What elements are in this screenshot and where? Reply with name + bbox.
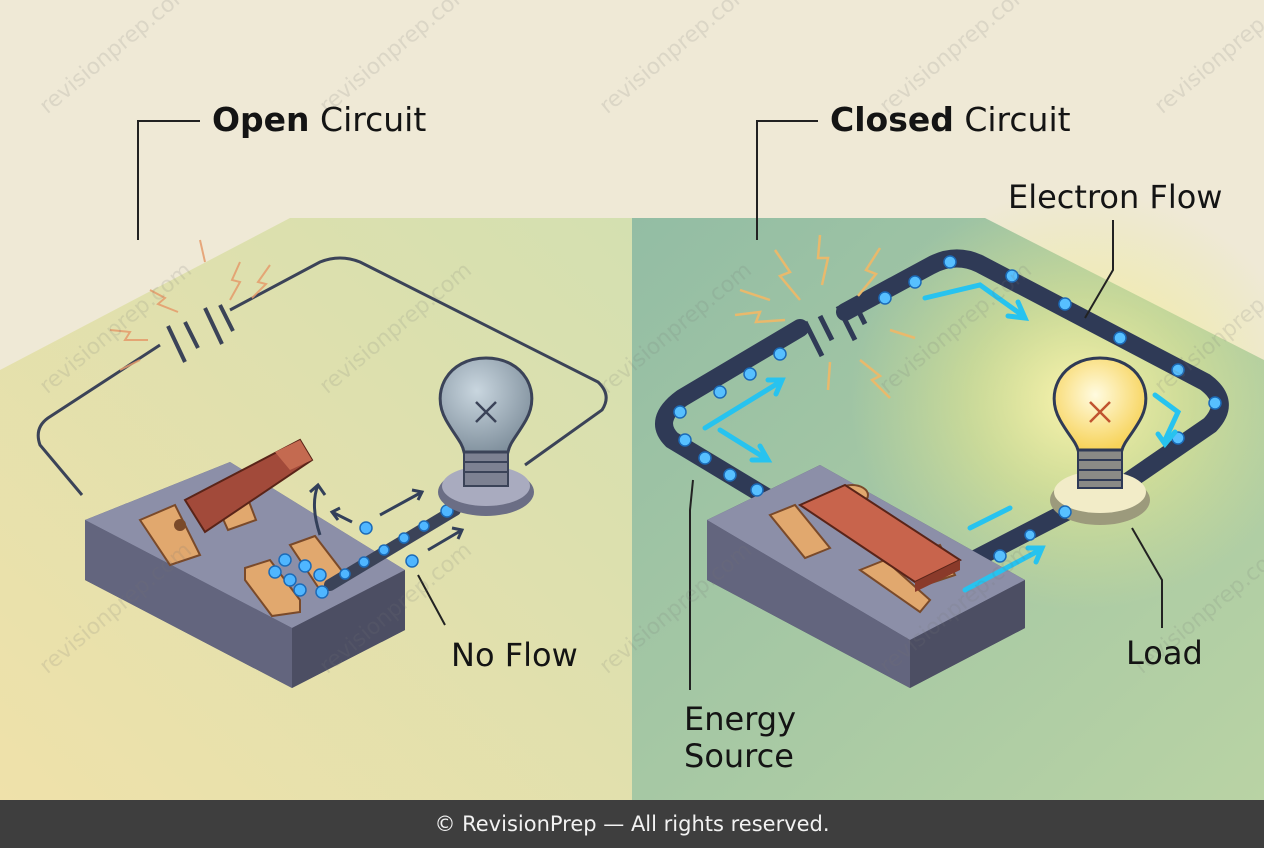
- open-circuit-title-rest: Circuit: [309, 100, 427, 139]
- electron-flow-label: Electron Flow: [1008, 178, 1223, 216]
- flow-arrows: [702, 282, 1182, 593]
- open-circuit: [36, 120, 608, 688]
- no-flow-label: No Flow: [451, 636, 578, 674]
- no-flow-leader: [417, 574, 446, 626]
- closed-circuit-title-rest: Circuit: [953, 100, 1071, 139]
- copyright-text: © RevisionPrep — All rights reserved.: [434, 812, 830, 836]
- closed-circuit-title-bold: Closed: [830, 100, 954, 139]
- closed-circuit-title: Closed Circuit: [830, 100, 1071, 139]
- open-title-leader: [137, 120, 200, 240]
- battery-icon: [802, 298, 868, 358]
- light-bulb-icon: [1050, 356, 1150, 525]
- load-label: Load: [1126, 634, 1203, 672]
- copyright-footer: © RevisionPrep — All rights reserved.: [0, 800, 1264, 848]
- open-circuit-title: Open Circuit: [212, 100, 426, 139]
- closed-circuit: [655, 120, 1229, 690]
- electron-icon: [268, 504, 454, 599]
- closed-title-leader: [756, 120, 818, 240]
- blocked-flow-arrows: [309, 482, 465, 552]
- battery-icon: [166, 304, 235, 363]
- open-electron-wire: [324, 504, 461, 591]
- energy-source-line1: Energy: [684, 700, 797, 738]
- open-wire: [36, 256, 608, 496]
- energy-source-label: Energy Source: [684, 701, 796, 775]
- spark-icon: [734, 234, 916, 399]
- electron-flow-leader: [1084, 220, 1114, 319]
- energy-source-line2: Source: [684, 737, 794, 775]
- energy-source-leader: [689, 479, 694, 690]
- switch-icon: [707, 465, 1025, 688]
- electron-icon: [673, 255, 1222, 563]
- light-bulb-icon: [438, 356, 534, 516]
- spark-icon: [109, 239, 271, 371]
- open-circuit-title-bold: Open: [212, 100, 310, 139]
- load-leader: [1131, 527, 1163, 628]
